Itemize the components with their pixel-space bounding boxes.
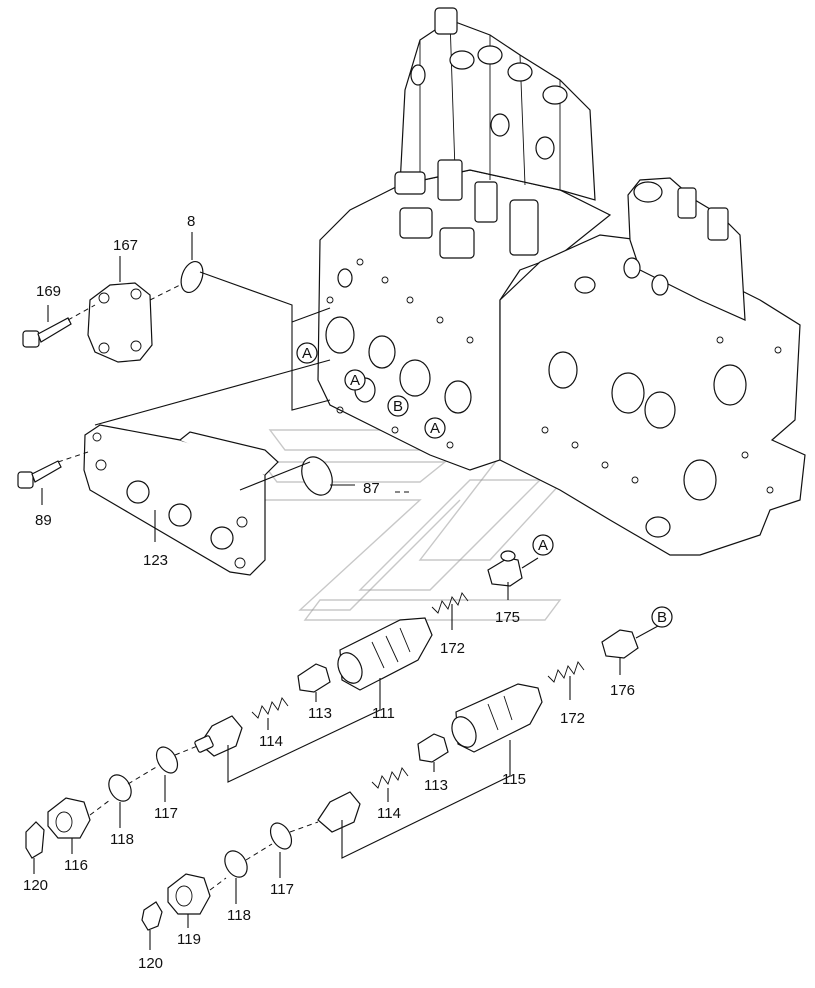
seat-lower xyxy=(317,791,361,833)
plate-120-lower xyxy=(141,901,163,931)
label-120-lower: 120 xyxy=(138,955,163,972)
washer-118-lower xyxy=(224,850,248,878)
label-176: 176 xyxy=(610,682,635,699)
bolt-89 xyxy=(17,460,62,489)
label-120-upper: 120 xyxy=(23,877,48,894)
label-113-lower: 113 xyxy=(424,777,448,794)
svg-text:A: A xyxy=(302,345,312,362)
label-87: 87 xyxy=(363,480,380,497)
label-119: 119 xyxy=(177,931,201,948)
label-89: 89 xyxy=(35,512,52,529)
part-labels: 167 8 169 89 87 123 175 172 176 172 113 … xyxy=(23,213,635,972)
label-172-upper: 172 xyxy=(440,640,465,657)
callout-a-4: A xyxy=(532,534,554,556)
callout-b-2: B xyxy=(651,606,673,628)
o-ring-117-upper xyxy=(155,746,179,774)
label-118-upper: 118 xyxy=(110,831,134,848)
plate-123 xyxy=(83,424,279,576)
svg-text:A: A xyxy=(430,420,440,437)
cover-167 xyxy=(87,282,153,363)
washer-118-upper xyxy=(108,774,132,802)
spring-172-upper xyxy=(431,592,469,614)
stopper-113-lower xyxy=(417,733,449,763)
o-ring-8 xyxy=(180,260,204,294)
seat-upper xyxy=(194,715,243,757)
spool-111 xyxy=(337,617,433,691)
label-113-upper: 113 xyxy=(308,705,332,722)
control-valve-body xyxy=(317,7,806,556)
label-116: 116 xyxy=(64,857,88,874)
cap-119 xyxy=(167,873,211,915)
label-111: 111 xyxy=(372,705,395,722)
label-114-upper: 114 xyxy=(259,733,283,750)
svg-text:A: A xyxy=(350,372,360,389)
label-123: 123 xyxy=(143,552,168,569)
stopper-113-upper xyxy=(297,663,331,693)
label-115: 115 xyxy=(502,771,526,788)
callout-b-1: B xyxy=(387,395,409,417)
label-172-lower: 172 xyxy=(560,710,585,727)
label-117-upper: 117 xyxy=(154,805,178,822)
callout-a-3: A xyxy=(424,417,446,439)
bolt-169 xyxy=(22,317,72,348)
svg-text:B: B xyxy=(393,398,403,415)
label-175: 175 xyxy=(495,609,520,626)
callout-a-2: A xyxy=(344,369,366,391)
svg-text:B: B xyxy=(657,609,667,626)
label-117-lower: 117 xyxy=(270,881,294,898)
plate-120-upper xyxy=(25,821,45,859)
label-8: 8 xyxy=(187,213,195,230)
label-118-lower: 118 xyxy=(227,907,251,924)
callout-a-1: A xyxy=(296,342,318,364)
label-169: 169 xyxy=(36,283,61,300)
plug-175 xyxy=(487,550,523,587)
plug-176 xyxy=(601,629,639,659)
cap-116 xyxy=(47,797,91,839)
o-ring-87 xyxy=(301,456,333,496)
spring-114-upper xyxy=(251,697,289,719)
label-114-lower: 114 xyxy=(377,805,401,822)
spool-115 xyxy=(451,683,543,753)
spring-114-lower xyxy=(371,767,409,789)
o-ring-117-lower xyxy=(269,822,293,850)
label-167: 167 xyxy=(113,237,138,254)
svg-text:A: A xyxy=(538,537,548,554)
spring-172-lower xyxy=(547,661,585,683)
